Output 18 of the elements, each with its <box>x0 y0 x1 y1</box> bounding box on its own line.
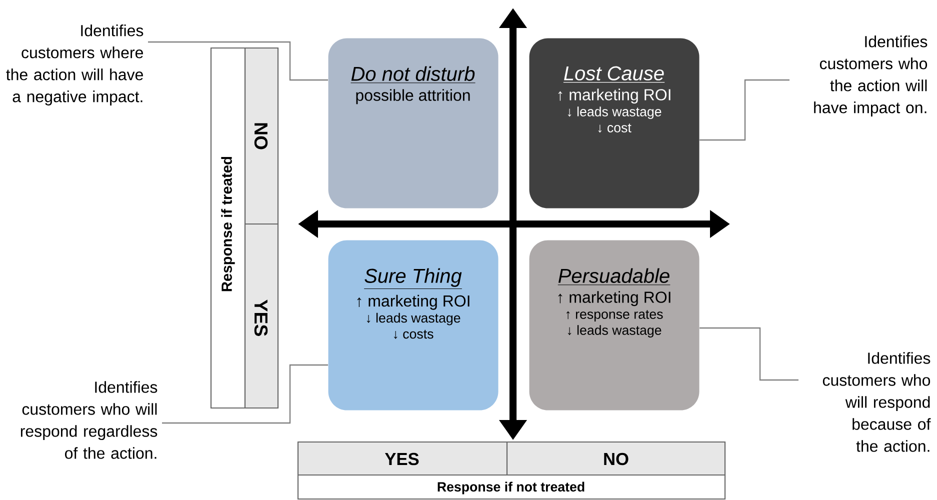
callout-text: Identifies customers where the action will have a negative impact. <box>6 24 144 106</box>
leader-line <box>148 41 328 81</box>
table-cell: YES <box>244 223 279 409</box>
leader-line <box>162 364 328 424</box>
callout-text: Identifies customers who the action will have impact on. <box>814 36 928 116</box>
leader-line <box>700 327 798 381</box>
table-cell: Response if not treated <box>297 474 726 500</box>
quadrant-box: Sure Thing ↑ marketing ROI ↓ leads wastage ↓ costs <box>328 240 498 410</box>
callout-text: Identifies customers who will respond regardless of the action. <box>20 381 158 459</box>
quadrant-box: Persuadable ↑ marketing ROI ↑ response rates ↓ leads wastage <box>529 240 700 410</box>
quadrant-box: Do not disturb possible attrition <box>328 38 498 208</box>
table-cell: NO <box>506 441 726 476</box>
table-cell: NO <box>244 47 279 225</box>
callout-text: Identifies customers who will respond because of the action. <box>822 352 931 452</box>
quadrant-box: Lost Cause ↑ marketing ROI ↓ leads wastage ↓ cost <box>529 38 700 208</box>
leader-line <box>700 79 790 141</box>
table-cell: Response if treated <box>210 47 246 409</box>
table-cell: YES <box>297 441 508 476</box>
